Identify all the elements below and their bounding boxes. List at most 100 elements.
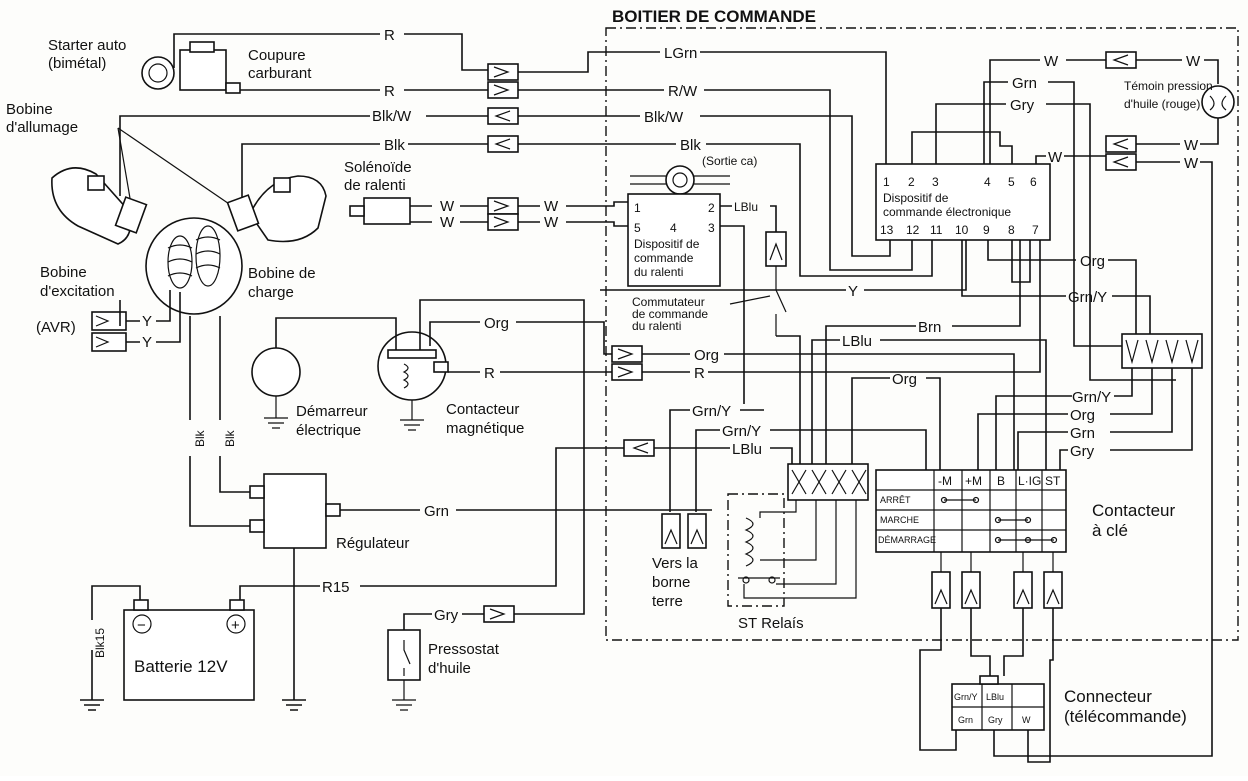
ac-output: (Sortie ca) bbox=[630, 154, 757, 195]
connector-lblu bbox=[623, 439, 655, 457]
svg-text:W: W bbox=[544, 214, 559, 231]
svg-text:commande: commande bbox=[634, 251, 694, 265]
svg-text:de ralenti: de ralenti bbox=[344, 177, 406, 194]
svg-text:Blk: Blk bbox=[223, 429, 237, 447]
svg-text:(Sortie ca): (Sortie ca) bbox=[702, 154, 757, 168]
svg-text:3: 3 bbox=[708, 221, 715, 235]
svg-text:8: 8 bbox=[1008, 223, 1015, 237]
svg-text:4: 4 bbox=[984, 175, 991, 189]
connector-pressostat bbox=[483, 605, 515, 623]
svg-text:W: W bbox=[1186, 53, 1201, 70]
svg-text:13: 13 bbox=[880, 223, 894, 237]
svg-text:carburant: carburant bbox=[248, 65, 312, 82]
svg-text:R: R bbox=[384, 27, 395, 44]
svg-text:W: W bbox=[1184, 155, 1199, 172]
svg-text:9: 9 bbox=[983, 223, 990, 237]
svg-text:Starter auto: Starter auto bbox=[48, 37, 126, 54]
excitation-coil-label: Bobine bbox=[40, 264, 87, 281]
svg-text:Batterie 12V: Batterie 12V bbox=[134, 657, 228, 676]
svg-text:Pressostat: Pressostat bbox=[428, 641, 500, 658]
svg-text:LBlu: LBlu bbox=[734, 200, 758, 214]
svg-text:W: W bbox=[544, 198, 559, 215]
svg-text:Gry: Gry bbox=[434, 607, 459, 624]
svg-text:W: W bbox=[440, 198, 455, 215]
svg-text:Y: Y bbox=[142, 334, 152, 351]
svg-text:Org: Org bbox=[892, 371, 917, 388]
svg-text:Org: Org bbox=[484, 315, 509, 332]
svg-text:W: W bbox=[1048, 149, 1063, 166]
svg-text:commande électronique: commande électronique bbox=[883, 205, 1011, 219]
svg-text:4: 4 bbox=[670, 221, 677, 235]
remote-connector: Grn/Y LBlu Grn Gry W bbox=[951, 675, 1045, 731]
svg-text:Brn: Brn bbox=[918, 319, 941, 336]
svg-text:électrique: électrique bbox=[296, 422, 361, 439]
svg-text:L·IG: L·IG bbox=[1018, 474, 1041, 488]
svg-text:5: 5 bbox=[1008, 175, 1015, 189]
svg-text:Dispositif de: Dispositif de bbox=[634, 237, 700, 251]
connector-4pin-right bbox=[1121, 333, 1203, 369]
svg-text:Grn/Y: Grn/Y bbox=[1072, 389, 1111, 406]
svg-text:MARCHE: MARCHE bbox=[880, 515, 919, 525]
st-relay: ST Relaís bbox=[727, 463, 869, 632]
svg-text:terre: terre bbox=[652, 593, 683, 610]
control-box-outline bbox=[605, 27, 1239, 641]
regulator: Régulateur bbox=[249, 473, 409, 552]
svg-text:R: R bbox=[484, 365, 495, 382]
connector-w-pair: W W bbox=[1105, 135, 1213, 702]
svg-text:d'allumage: d'allumage bbox=[6, 119, 78, 136]
excitation-coil-label-sub: d'excitation bbox=[40, 283, 115, 300]
ground-terminals: Vers la borne terre bbox=[652, 513, 707, 610]
key-switch: -M +M B L·IG ST ARRÊT MARCHE DÉMARRAGE bbox=[875, 469, 1067, 553]
control-box-title: BOITIER DE COMMANDE bbox=[612, 7, 816, 26]
svg-text:(bimétal): (bimétal) bbox=[48, 55, 106, 72]
svg-text:DÉMARRAGE: DÉMARRAGE bbox=[878, 535, 936, 545]
charge-coil-label-sub: charge bbox=[248, 284, 294, 301]
svg-text:ST: ST bbox=[1045, 474, 1061, 488]
idle-solenoid: Solénoïde de ralenti bbox=[344, 159, 412, 225]
svg-text:Grn: Grn bbox=[424, 503, 449, 520]
starter-auto: Starter auto (bimétal) bbox=[48, 37, 175, 90]
svg-text:Coupure: Coupure bbox=[248, 47, 306, 64]
idle-switch: Commutateur de commande du ralenti bbox=[632, 231, 787, 336]
remote-connector-label: Connecteur bbox=[1064, 687, 1152, 706]
oil-pressure-lamp: W Témoin pression d'huile (rouge) bbox=[1105, 51, 1235, 145]
svg-text:R15: R15 bbox=[322, 579, 350, 596]
svg-text:Vers la: Vers la bbox=[652, 555, 699, 572]
svg-text:Grn: Grn bbox=[958, 715, 973, 725]
svg-text:R/W: R/W bbox=[668, 83, 698, 100]
svg-text:Contacteur: Contacteur bbox=[446, 401, 519, 418]
svg-text:Blk15: Blk15 bbox=[93, 628, 107, 658]
svg-text:Grn/Y: Grn/Y bbox=[692, 403, 731, 420]
svg-text:Grn/Y: Grn/Y bbox=[722, 423, 761, 440]
svg-text:Commutateur: Commutateur bbox=[632, 295, 705, 309]
svg-text:11: 11 bbox=[930, 223, 943, 237]
svg-text:Blk/W: Blk/W bbox=[644, 109, 684, 126]
svg-text:+: + bbox=[231, 617, 240, 634]
svg-text:Solénoïde: Solénoïde bbox=[344, 159, 412, 176]
magnetic-contactor: Contacteur magnétique bbox=[377, 331, 524, 437]
svg-text:12: 12 bbox=[906, 223, 920, 237]
svg-text:Blk/W: Blk/W bbox=[372, 108, 412, 125]
svg-text:R: R bbox=[384, 83, 395, 100]
electric-starter: Démarreur électrique bbox=[251, 347, 368, 439]
svg-text:2: 2 bbox=[908, 175, 915, 189]
svg-text:Témoin pression: Témoin pression bbox=[1124, 79, 1213, 93]
battery-12v: − + Batterie 12V bbox=[123, 599, 255, 701]
svg-text:du ralenti: du ralenti bbox=[632, 319, 681, 333]
svg-text:Blk: Blk bbox=[384, 137, 405, 154]
svg-text:W: W bbox=[1022, 715, 1031, 725]
svg-text:de commande: de commande bbox=[632, 307, 708, 321]
svg-text:W: W bbox=[1044, 53, 1059, 70]
svg-text:LBlu: LBlu bbox=[986, 692, 1004, 702]
remote-connector-label-sub: (télécommande) bbox=[1064, 707, 1187, 726]
svg-text:Grn/Y: Grn/Y bbox=[954, 692, 978, 702]
svg-text:Grn: Grn bbox=[1012, 75, 1037, 92]
svg-text:Org: Org bbox=[694, 347, 719, 364]
svg-text:ARRÊT: ARRÊT bbox=[880, 495, 911, 505]
svg-text:LGrn: LGrn bbox=[664, 45, 697, 62]
svg-text:2: 2 bbox=[708, 201, 715, 215]
svg-text:d'huile (rouge): d'huile (rouge) bbox=[1124, 97, 1200, 111]
svg-text:+M: +M bbox=[965, 474, 982, 488]
svg-text:LBlu: LBlu bbox=[842, 333, 872, 350]
svg-text:Y: Y bbox=[142, 313, 152, 330]
